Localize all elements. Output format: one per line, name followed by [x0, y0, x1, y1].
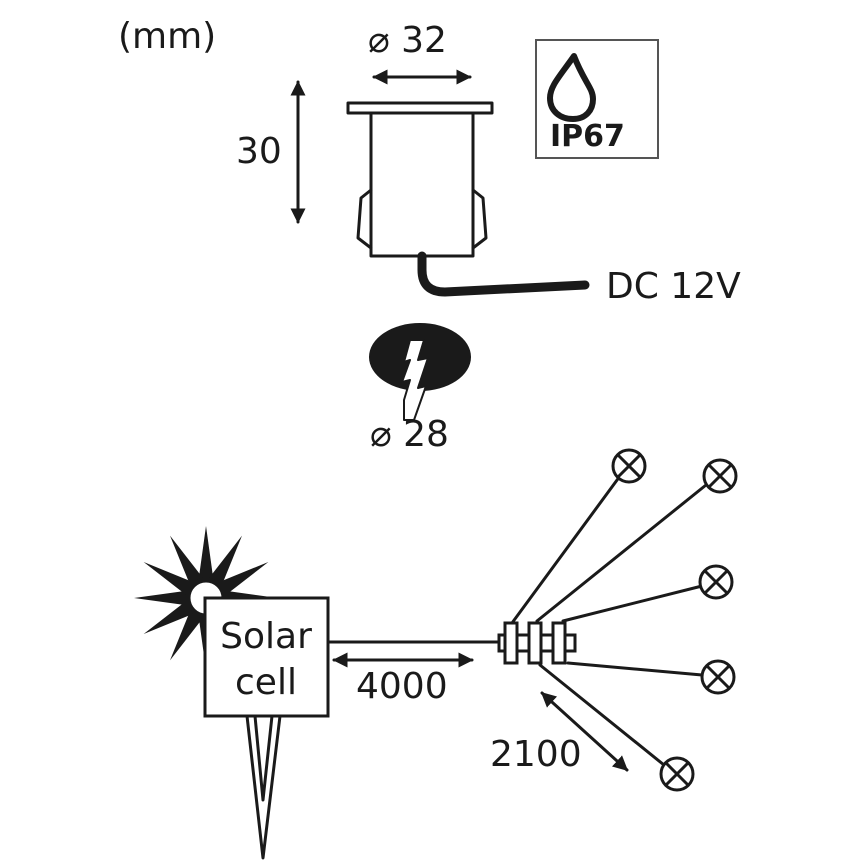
lamp: [659, 756, 695, 792]
distributor: [497, 621, 577, 665]
luminaire-clip-right: [471, 188, 488, 250]
luminaire-body: [369, 111, 475, 258]
ip-code-label: IP67: [550, 119, 625, 154]
lamp: [700, 659, 736, 695]
drill-bit-icon: [401, 339, 429, 421]
diameter-hole-label: ⌀ 28: [370, 414, 449, 455]
ground-stake: [245, 714, 282, 860]
branch-cables: [510, 474, 708, 767]
branch-cable-length-label: 2100: [490, 734, 582, 775]
power-cable: [417, 251, 590, 297]
power-label: DC 12V: [606, 266, 741, 307]
lamp: [698, 564, 734, 600]
water-drop-icon: [547, 53, 596, 122]
mounting-hole: [369, 323, 471, 421]
main-cable-length-label: 4000: [356, 666, 448, 707]
height-label: 30: [236, 131, 282, 172]
solar-cell: Solar cell: [203, 596, 330, 860]
luminaire: [346, 101, 590, 297]
solar-cell-label-line2: cell: [235, 662, 297, 703]
lamp: [611, 448, 647, 484]
diameter-top-label: ⌀ 32: [368, 20, 447, 61]
lamp: [702, 458, 738, 494]
luminaire-clip-left: [356, 188, 373, 250]
branch-cable-dimension-arrow: [540, 691, 629, 772]
ip-rating-badge: IP67: [535, 39, 659, 159]
units-label: (mm): [118, 16, 216, 57]
solar-cell-label-line1: Solar: [220, 616, 312, 657]
